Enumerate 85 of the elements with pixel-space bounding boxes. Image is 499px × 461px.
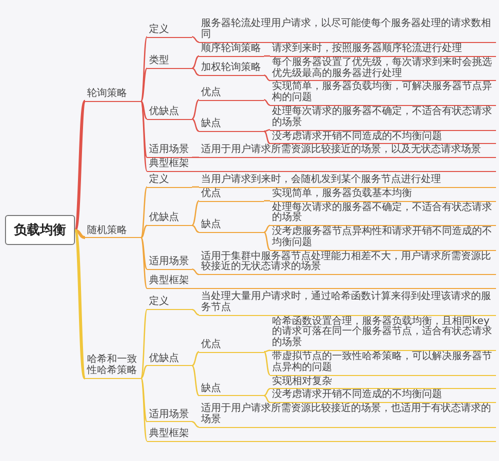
mindmap-topic: 优点 bbox=[199, 88, 264, 101]
mindmap-note: 典型框架 bbox=[147, 276, 496, 290]
mindmap-topic: 优缺点 bbox=[147, 354, 192, 366]
mindmap-note: 典型框架 bbox=[147, 428, 496, 442]
mindmap-note: 适用于集群中服务器节点处理能力相差不大，用户请求所需资源比较接近的无状态请求的场景 bbox=[199, 252, 496, 276]
branch-line bbox=[264, 351, 270, 376]
mindmap-note: 当用户请求到来时，会随机发到某个服务节点进行处理 bbox=[199, 174, 496, 188]
mindmap-topic: 优点 bbox=[199, 340, 264, 353]
mindmap-topic: 类型 bbox=[147, 56, 192, 70]
mindmap-note: 带虚拟节点的一致性哈希策略，可以解决服务器节点异构的问题 bbox=[270, 352, 496, 376]
central-topic-box: 负载均衡 bbox=[5, 215, 75, 246]
branch-line bbox=[192, 308, 200, 316]
mindmap-topic: 加权轮询策略 bbox=[199, 63, 264, 76]
branch-line bbox=[192, 156, 199, 158]
branch-line bbox=[140, 365, 148, 378]
mindmap-note: 服务器轮流处理用户请求，以尽可能使每个服务器处理的请求数相同 bbox=[199, 19, 496, 43]
branch-line bbox=[74, 100, 86, 232]
mindmap-note: 当处理大量用户请求时，通过哈希函数计算来得到处理该请求的服务节点 bbox=[199, 292, 496, 316]
mindmap-note: 没考虑请求开销不同造成的不均衡问题 bbox=[270, 132, 496, 144]
mindmap-topic: 适用场景 bbox=[147, 410, 192, 422]
branch-line bbox=[264, 200, 270, 202]
branch-line bbox=[140, 100, 148, 158]
branch-line bbox=[140, 186, 148, 238]
mindmap-note: 实现相对复杂 bbox=[270, 376, 496, 390]
branch-line bbox=[264, 74, 270, 82]
branch-line bbox=[140, 378, 148, 442]
mindmap-topic: 缺点 bbox=[199, 220, 264, 233]
branch-line bbox=[140, 100, 148, 120]
branch-line bbox=[192, 186, 199, 188]
mindmap-note: 实现简单，服务器负载均衡，可解决服务器节点异构的问题 bbox=[270, 82, 496, 106]
mindmap-note: 每个服务器设置了优先级，每次请求到来时会挑选优先级最高的服务器进行处理 bbox=[270, 58, 496, 82]
branch-line bbox=[192, 68, 200, 76]
branch-line bbox=[264, 129, 270, 132]
mindmap-note: 适用于用户请求所需资源比较接近的场景，也适用于有状态请求的场景 bbox=[199, 404, 496, 428]
branch-line bbox=[264, 99, 270, 106]
branch-line bbox=[264, 130, 270, 144]
mindmap-topic: 顺序轮询策略 bbox=[199, 44, 264, 57]
mindmap-topic: 轮询策略 bbox=[85, 89, 141, 102]
branch-line bbox=[192, 55, 200, 69]
branch-line bbox=[140, 237, 148, 270]
branch-line bbox=[74, 230, 86, 378]
mindmap-topic: 哈希和一致性哈希策略 bbox=[85, 355, 141, 379]
branch-line bbox=[264, 394, 270, 404]
mindmap-note: 处理每次请求的服务器不确定，不适合有状态请求的场景 bbox=[270, 106, 496, 131]
mindmap-topic: 缺点 bbox=[199, 384, 264, 396]
branch-line bbox=[140, 100, 148, 172]
mindmap-topic: 定义 bbox=[147, 24, 192, 38]
branch-line bbox=[192, 351, 200, 366]
mindmap-note: 哈希函数设置合理，服务器负载均衡，且相同key的请求可落在同一个服务器节点，适合有状态请求的场景 bbox=[270, 316, 496, 352]
branch-line bbox=[264, 55, 270, 57]
mindmap-topic: 缺点 bbox=[199, 119, 264, 132]
mindmap-note: 没考虑服务器节点异构性和请求开销不同造成的不均衡问题 bbox=[270, 227, 496, 251]
branch-line bbox=[192, 118, 200, 132]
mindmap-topic: 适用场景 bbox=[147, 257, 192, 270]
mindmap-note: 实现简单，服务器负载基本均衡 bbox=[270, 188, 496, 202]
branch-line bbox=[140, 237, 148, 289]
branch-line bbox=[264, 388, 270, 396]
branch-line bbox=[192, 365, 200, 396]
mindmap-note: 请求到来时，按照服务器顺序轮流进行处理 bbox=[270, 44, 496, 57]
mindmap-topic: 优点 bbox=[199, 188, 264, 202]
branch-line bbox=[264, 232, 270, 250]
branch-line bbox=[140, 68, 148, 102]
mindmap-note: 处理每次请求的服务器不确定，不适合有状态请求的场景 bbox=[270, 202, 496, 226]
mindmap-topic: 定义 bbox=[147, 174, 192, 188]
branch-line bbox=[192, 36, 200, 43]
mindmap-topic: 随机策略 bbox=[85, 226, 141, 238]
branch-line bbox=[264, 350, 270, 352]
branch-line bbox=[140, 378, 148, 422]
branch-line bbox=[140, 36, 148, 102]
mindmap-topic: 适用场景 bbox=[147, 145, 192, 158]
mindmap-note: 适用于用户请求所需资源比较接近的场景，以及无状态请求场景 bbox=[199, 145, 496, 158]
branch-line bbox=[264, 224, 270, 233]
mindmap-topic: 优缺点 bbox=[147, 106, 192, 120]
mindmap-note: 没考虑请求开销不同造成的不均衡问题 bbox=[270, 390, 496, 404]
branch-line bbox=[192, 224, 200, 233]
branch-line bbox=[140, 224, 148, 238]
branch-line bbox=[140, 309, 148, 378]
branch-line bbox=[192, 99, 200, 120]
branch-line bbox=[192, 200, 200, 226]
branch-line bbox=[192, 268, 200, 276]
branch-line bbox=[192, 421, 200, 428]
branch-line bbox=[74, 229, 86, 240]
mindmap-topic: 定义 bbox=[147, 297, 192, 310]
mindmap-note: 典型框架 bbox=[147, 159, 496, 172]
mindmap-topic: 优缺点 bbox=[147, 213, 192, 226]
